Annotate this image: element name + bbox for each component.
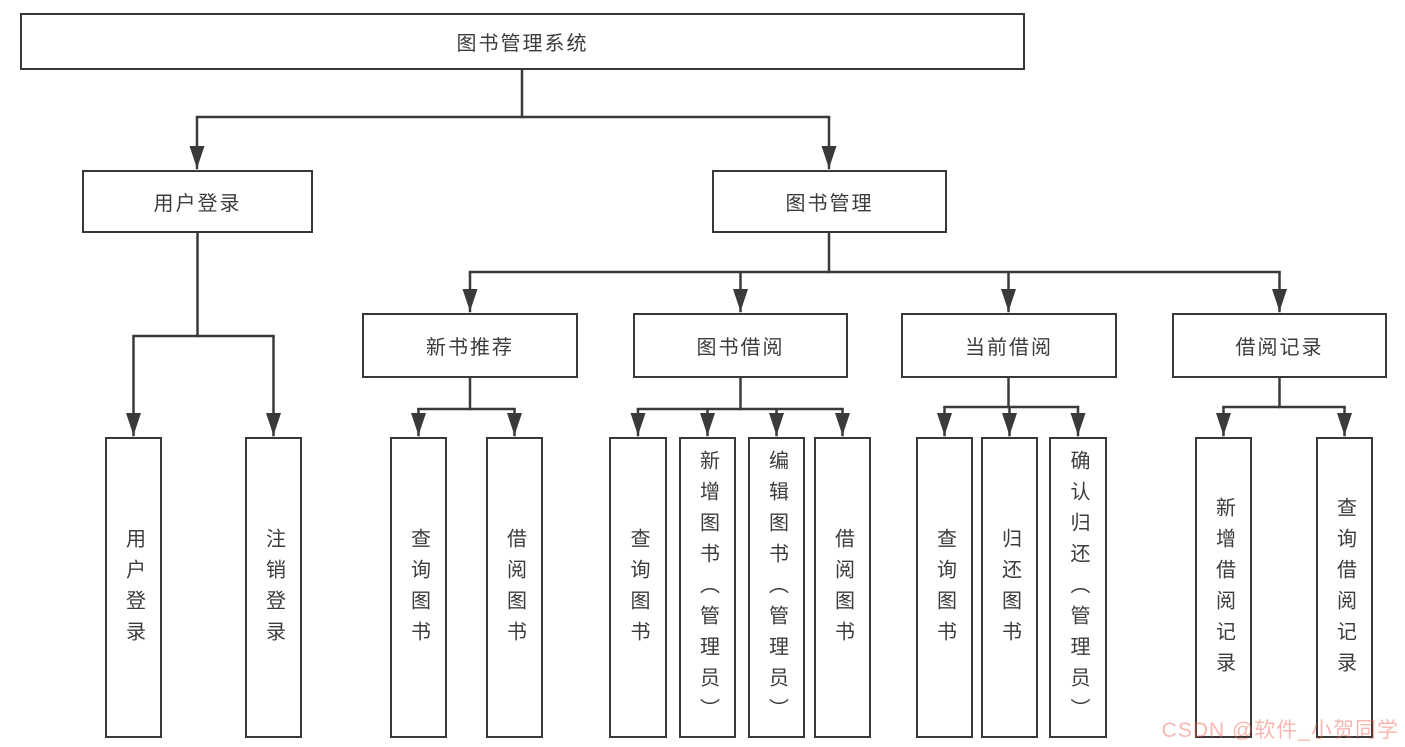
- node-user-login: 用户登录: [82, 170, 313, 233]
- node-root-library-system: 图书管理系统: [20, 13, 1025, 70]
- leaf-add-books-admin: 新增图书（管理员）: [679, 437, 736, 738]
- csdn-watermark: CSDN @软件_小贺同学: [1161, 719, 1399, 742]
- leaf-borrow-books-recommend: 借阅图书: [486, 437, 543, 738]
- leaf-query-books-borrow: 查询图书: [609, 437, 667, 738]
- leaf-query-books-recommend: 查询图书: [390, 437, 447, 738]
- leaf-query-borrow-record: 查询借阅记录: [1316, 437, 1373, 738]
- leaf-user-login: 用户登录: [105, 437, 162, 738]
- leaf-confirm-return-admin: 确认归还（管理员）: [1049, 437, 1107, 738]
- leaf-logout: 注销登录: [245, 437, 302, 738]
- node-book-borrow: 图书借阅: [633, 313, 848, 378]
- node-book-management: 图书管理: [712, 170, 947, 233]
- leaf-edit-books-admin: 编辑图书（管理员）: [748, 437, 805, 738]
- leaf-query-books-current: 查询图书: [916, 437, 973, 738]
- node-current-borrow: 当前借阅: [901, 313, 1117, 378]
- node-borrow-records: 借阅记录: [1172, 313, 1387, 378]
- leaf-add-borrow-record: 新增借阅记录: [1195, 437, 1252, 738]
- leaf-return-books: 归还图书: [981, 437, 1038, 738]
- leaf-borrow-books: 借阅图书: [814, 437, 871, 738]
- node-new-book-recommend: 新书推荐: [362, 313, 578, 378]
